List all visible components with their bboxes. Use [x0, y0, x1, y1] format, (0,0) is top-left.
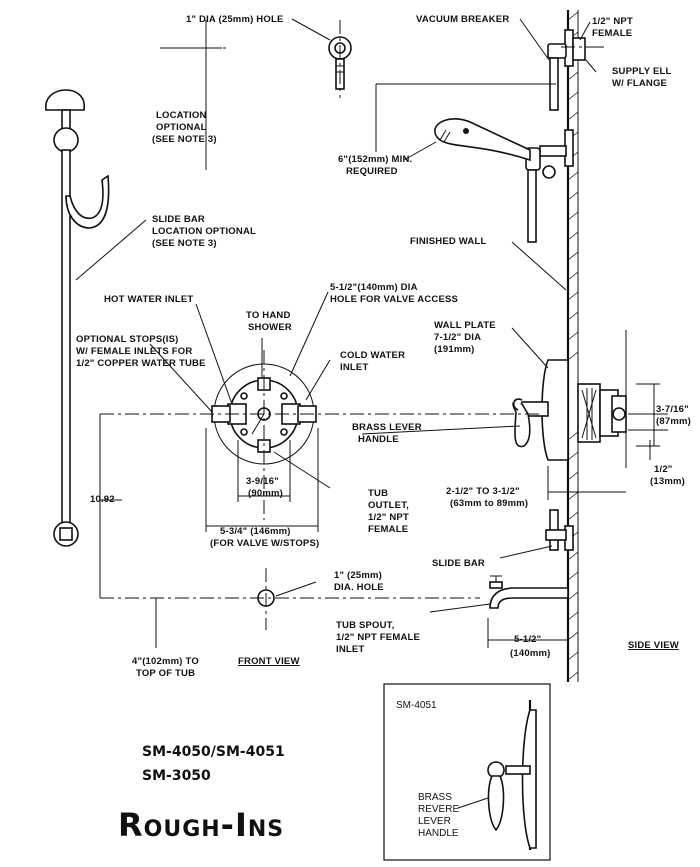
label-location-optional-1: LOCATION: [156, 110, 207, 121]
model-numbers-line2: SM-3050: [142, 768, 211, 784]
finished-wall: [566, 10, 579, 682]
valve-front-view: [100, 350, 540, 520]
label-brass-lever-1: BRASS LEVER: [352, 422, 422, 433]
bottom-hole: [100, 568, 480, 630]
label-slide-bar: SLIDE BAR: [432, 558, 485, 569]
label-supply-ell-1: SUPPLY ELL: [612, 66, 672, 77]
slide-bar-side: [545, 509, 574, 551]
inset-handle-1: BRASS: [418, 792, 452, 803]
label-brass-lever-2: HANDLE: [358, 434, 399, 445]
label-dim-4in-2: TOP OF TUB: [136, 668, 195, 679]
label-wall-plate-2: 7-1/2" DIA: [434, 332, 481, 343]
brass-lever-handle-side: [512, 398, 549, 448]
inset-sm-4051: SM-4051 BRASS REVERE LEVER HANDLE: [383, 683, 551, 861]
label-cold-water-inlet-1: COLD WATER: [340, 350, 405, 361]
label-cold-water-inlet-2: INLET: [340, 362, 368, 373]
label-valve-access-1: 5-1/2"(140mm) DIA: [330, 282, 418, 293]
label-dim-3-7-16-1: 3-7/16": [656, 404, 689, 415]
label-optional-stops-2: W/ FEMALE INLETS FOR: [76, 346, 192, 357]
label-optional-stops-3: 1/2" COPPER WATER TUBE: [76, 358, 206, 369]
label-location-optional-2: OPTIONAL: [156, 122, 207, 133]
inset-handle-3: LEVER: [418, 816, 451, 827]
label-wall-plate-3: (191mm): [434, 344, 474, 355]
label-hole-1in-top: 1" DIA (25mm) HOLE: [186, 14, 284, 25]
side-dimension-lines: [375, 83, 668, 648]
label-hot-water-inlet: HOT WATER INLET: [104, 294, 193, 305]
label-dim-half-2: (13mm): [650, 476, 685, 487]
label-tub-outlet-1: TUB: [368, 488, 388, 499]
label-tub-spout-2: 1/2" NPT FEMALE: [336, 632, 420, 643]
label-dim-2-half-2: (63mm to 89mm): [450, 498, 528, 509]
label-dim-2-half-1: 2-1/2" TO 3-1/2": [446, 486, 520, 497]
label-dim-3-9-16-2: (90mm): [248, 488, 283, 499]
page-title: Rough-Ins: [118, 806, 284, 844]
top-hole-fitting: [180, 20, 600, 98]
label-finished-wall: FINISHED WALL: [410, 236, 487, 247]
label-dim-3-7-16-2: (87mm): [656, 416, 691, 427]
label-dim-3-9-16-1: 3-9/16": [246, 476, 279, 487]
label-valve-access-2: HOLE FOR VALVE ACCESS: [330, 294, 458, 305]
label-dim-5-half-1: 5-1/2": [514, 634, 541, 645]
label-npt-female-top-2: FEMALE: [592, 28, 632, 39]
label-front-view: FRONT VIEW: [238, 656, 300, 667]
label-vacuum-breaker: VACUUM BREAKER: [416, 14, 509, 25]
label-dim-4in-1: 4"(102mm) TO: [132, 656, 199, 667]
hand-shower-front: [45, 89, 110, 547]
label-tub-outlet-3: 1/2" NPT: [368, 512, 409, 523]
label-dim-5-3-4-2: (FOR VALVE W/STOPS): [210, 538, 319, 549]
inset-handle-2: REVERE: [418, 804, 459, 815]
shower-head-side: [434, 118, 574, 243]
label-tub-spout-3: INLET: [336, 644, 364, 655]
label-dim-half-1: 1/2": [654, 464, 673, 475]
labels: 1" DIA (25mm) HOLE VACUUM BREAKER 1/2" N…: [76, 14, 691, 679]
label-slide-bar-location-2: LOCATION OPTIONAL: [152, 226, 256, 237]
inset-model-label: SM-4051: [396, 700, 437, 711]
label-supply-ell-2: W/ FLANGE: [612, 78, 667, 89]
label-min-required-2: REQUIRED: [346, 166, 398, 177]
label-optional-stops-1: OPTIONAL STOPS(IS): [76, 334, 178, 345]
label-dim-5-3-4-1: 5-3/4" (146mm): [220, 526, 291, 537]
label-to-hand-shower-2: SHOWER: [248, 322, 292, 333]
tub-spout-side: [489, 575, 569, 609]
model-numbers-line1: SM-4050/SM-4051: [142, 744, 285, 760]
label-tub-outlet-2: OUTLET,: [368, 500, 409, 511]
label-dim-5-half-2: (140mm): [510, 648, 550, 659]
label-tub-outlet-4: FEMALE: [368, 524, 408, 535]
label-slide-bar-location-1: SLIDE BAR: [152, 214, 205, 225]
label-wall-plate-1: WALL PLATE: [434, 320, 496, 331]
label-min-required-1: 6"(152mm) MIN.: [338, 154, 412, 165]
leader-lines: [75, 18, 597, 613]
front-dimension-lines: [99, 20, 319, 648]
inset-handle-4: HANDLE: [418, 828, 459, 839]
label-location-optional-3: (SEE NOTE 3): [152, 134, 217, 145]
label-side-view: SIDE VIEW: [628, 640, 679, 651]
label-hole-1in-bottom-1: 1" (25mm): [334, 570, 382, 581]
label-dim-10-92: 10.92: [90, 494, 115, 505]
valve-side-view: [541, 359, 627, 461]
label-tub-spout-1: TUB SPOUT,: [336, 620, 394, 631]
label-npt-female-top-1: 1/2" NPT: [592, 16, 633, 27]
label-to-hand-shower-1: TO HAND: [246, 310, 291, 321]
label-slide-bar-location-3: (SEE NOTE 3): [152, 238, 217, 249]
label-hole-1in-bottom-2: DIA. HOLE: [334, 582, 384, 593]
